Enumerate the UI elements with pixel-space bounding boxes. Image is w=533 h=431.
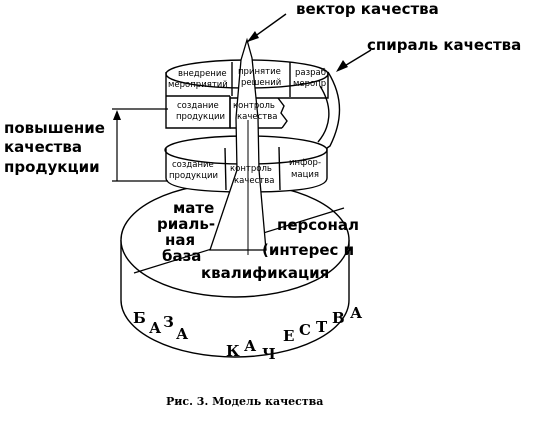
- base-letter: С: [299, 321, 311, 339]
- lower-creation-label-2: продукции: [169, 171, 218, 181]
- personnel-label-3: квалификация: [201, 264, 329, 282]
- lower-control-label-2: качества: [234, 176, 274, 186]
- vector-leader-arrowhead: [247, 31, 259, 42]
- base-letter: А: [244, 337, 257, 355]
- upper-development-label-2: меропр: [293, 79, 326, 89]
- improvement-bracket: [112, 108, 168, 182]
- material-base-label-4: база: [162, 247, 201, 265]
- material-base-label-1: мате: [173, 199, 214, 217]
- improvement-arrowhead: [113, 110, 121, 120]
- personnel-label-1: персонал: [277, 216, 359, 234]
- base-letter: А: [350, 304, 363, 322]
- spiral-leader-arrowhead: [336, 60, 348, 72]
- quality-spiral-label: спираль качества: [367, 36, 521, 54]
- improvement-label-line3: продукции: [4, 158, 100, 176]
- quality-vector-arrow: [209, 37, 267, 255]
- improvement-label-line1: повышение: [4, 119, 105, 137]
- quality-vector-label: вектор качества: [296, 0, 439, 18]
- upper-development-label-1: разраб: [295, 68, 326, 78]
- upper-control-label-1: контроль: [233, 101, 275, 111]
- base-letter: Е: [283, 327, 294, 345]
- personnel-label-2: (интерес и: [262, 241, 354, 259]
- base-letter: А: [176, 325, 189, 343]
- quality-base-letters: Б А З А К А Ч Е С Т В А: [133, 304, 363, 363]
- upper-implementation-label-2: мероприятий: [168, 80, 228, 90]
- base-letter: К: [226, 342, 240, 360]
- improvement-label-line2: качества: [4, 138, 82, 156]
- figure-caption: Рис. 3. Модель качества: [166, 395, 323, 408]
- lower-information-label-2: мация: [291, 170, 319, 180]
- upper-decisions-label-1: принятие: [238, 67, 281, 77]
- lower-creation-label-1: создание: [172, 160, 214, 170]
- base-letter: З: [163, 313, 174, 331]
- spiral-connector: [317, 71, 341, 149]
- lower-information-label-1: инфор-: [289, 158, 321, 168]
- material-base-label-3: ная: [165, 231, 195, 249]
- base-letter: Ч: [262, 345, 276, 363]
- base-letter: Б: [133, 309, 146, 327]
- base-letter: А: [149, 319, 162, 337]
- upper-control-label-2: качества: [237, 112, 277, 122]
- upper-creation-label-1: создание: [177, 101, 219, 111]
- material-base-label-2: риаль-: [157, 215, 215, 233]
- base-letter: В: [332, 309, 345, 327]
- base-letter: Т: [316, 318, 328, 336]
- lower-control-label-1: контроль: [230, 164, 272, 174]
- upper-creation-label-2: продукции: [176, 112, 225, 122]
- upper-implementation-label-1: внедрение: [178, 69, 227, 79]
- upper-decisions-label-2: решений: [241, 78, 281, 88]
